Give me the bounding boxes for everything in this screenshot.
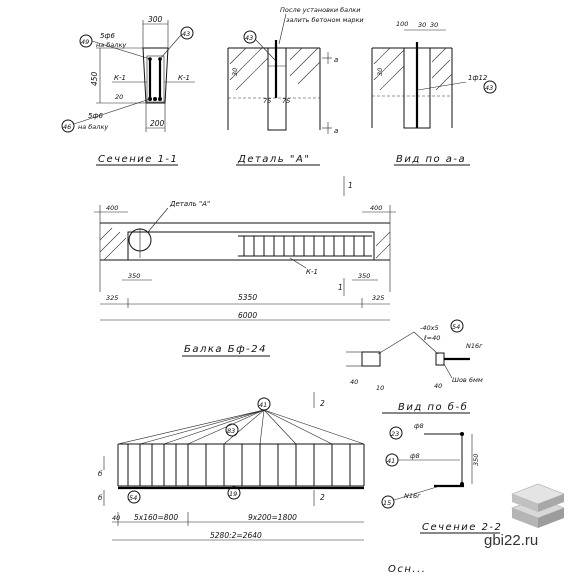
cut-1-bottom: 1 [338, 283, 343, 292]
detail-mark-43: 43 [245, 34, 253, 42]
dim-20: 20 [115, 93, 123, 101]
dim-75b: 75 [282, 97, 290, 105]
frame-mark-19: 19 [229, 490, 237, 498]
view-b-b-title: Вид по б-б [398, 401, 468, 413]
mark-49: 49 [81, 38, 89, 46]
mark-43: 43 [182, 30, 190, 38]
detail-a-title: Деталь "А" [237, 154, 310, 165]
mark-46: 46 [63, 123, 71, 131]
dim-frame-right: 9х200=1800 [248, 513, 297, 522]
view-mark-43: 43 [485, 84, 493, 92]
dim-350-right: 350 [358, 272, 370, 280]
dim-30b: 30 [430, 21, 438, 29]
slab-logo-icon [511, 483, 565, 528]
view-b-b: -40х5 ℓ=40 54 N16г Шов 6мм 40 10 40 Вид … [346, 319, 483, 414]
dim-frame-left: 5х160=800 [134, 513, 178, 522]
cut-1-top: 1 [348, 181, 353, 190]
bar-bottom: 5ф6 [88, 112, 103, 120]
dim-5350: 5350 [238, 293, 257, 302]
plate-len: ℓ=40 [424, 334, 440, 342]
section-1-1-title: Сечение 1-1 [98, 154, 178, 165]
dim-350-left: 350 [128, 272, 140, 280]
section-2-2: 23 ф8 41 ф8 15 N16г 350 Сечение 2-2 [381, 422, 502, 534]
frame-verticals [127, 444, 351, 486]
dim-10: 10 [376, 384, 384, 392]
dim-100: 100 [396, 20, 408, 28]
cut-b-bottom: б [98, 494, 103, 502]
bar-top: 5ф6 [100, 32, 115, 40]
dim-325-left: 325 [106, 294, 118, 302]
s22-mark-23: 23 [391, 430, 399, 438]
note-line1: После установки балки [280, 6, 360, 14]
cut-a-top: а [334, 56, 338, 64]
dim-30a: 30 [418, 21, 426, 29]
beam-stirrups [238, 235, 372, 257]
frame-leader-lines [117, 409, 365, 445]
frame-mark-41: 41 [259, 401, 267, 409]
s22-dim-350: 350 [472, 454, 480, 466]
section-2-2-title: Сечение 2-2 [422, 522, 502, 533]
s22-bar-top: ф8 [414, 422, 424, 430]
s22-bar-mid: ф8 [410, 452, 420, 460]
site-watermark[interactable]: gbi22.ru [484, 532, 539, 549]
view-a-a: 100 30 30 30 1ф12 43 Вид по а-а [371, 20, 497, 166]
label-k1-right: К-1 [178, 74, 190, 82]
cut-2-top: 2 [320, 399, 325, 408]
bar-bottom-sub: на балку [78, 123, 108, 131]
dim-frame-40: 40 [112, 514, 120, 522]
dim-400-right: 400 [370, 204, 382, 212]
dim-bottom: 200 [150, 119, 165, 128]
dim-75a: 75 [263, 97, 271, 105]
dim-6000: 6000 [238, 311, 257, 320]
s22-mark-15: 15 [383, 499, 391, 507]
dim-325-right: 325 [372, 294, 384, 302]
detail-a: После установки балки залить бетоном мар… [227, 6, 364, 166]
frame-mark-83: 83 [227, 427, 235, 435]
dim-40a: 40 [350, 378, 358, 386]
dim-top: 300 [148, 15, 163, 24]
dim-400-left: 400 [106, 204, 118, 212]
dim-30c: 30 [376, 68, 384, 76]
cut-a-bottom: а [334, 127, 338, 135]
beam-elevation: 1 1 400 400 Деталь "А" [94, 176, 396, 357]
section-1-1: 300 200 450 20 К-1 К-1 49 5ф6 на балку 4… [61, 15, 195, 166]
beam-title: Балка Бф-24 [184, 344, 267, 355]
cut-b-top: б [98, 470, 103, 478]
s22-bar-bottom: N16г [404, 492, 421, 500]
s22-mark-41: 41 [387, 457, 395, 465]
footer-partial: Осн... [388, 564, 426, 575]
cut-2-bottom: 2 [320, 493, 325, 502]
dim-frame-total: 5280:2=2640 [210, 531, 262, 540]
beam-label-k1: К-1 [306, 268, 318, 276]
note-line2: залить бетоном марки [286, 16, 364, 24]
reinforcement-frame: 2 2 41 83 19 54 [98, 392, 365, 541]
frame-mark-54: 54 [129, 494, 137, 502]
dim-30: 30 [231, 68, 239, 76]
dim-height: 450 [90, 71, 99, 86]
view-a-a-title: Вид по а-а [396, 154, 466, 165]
plate: -40х5 [420, 324, 439, 332]
beam-detail-label: Деталь "А" [169, 200, 210, 208]
bar-top-sub: на балку [96, 41, 126, 49]
bb-mark-54: 54 [452, 323, 460, 331]
weld: Шов 6мм [452, 376, 483, 384]
bb-mark-n16: N16г [466, 342, 483, 350]
dim-40b: 40 [434, 382, 442, 390]
bar-1f12: 1ф12 [468, 74, 488, 82]
label-k1-left: К-1 [114, 74, 126, 82]
